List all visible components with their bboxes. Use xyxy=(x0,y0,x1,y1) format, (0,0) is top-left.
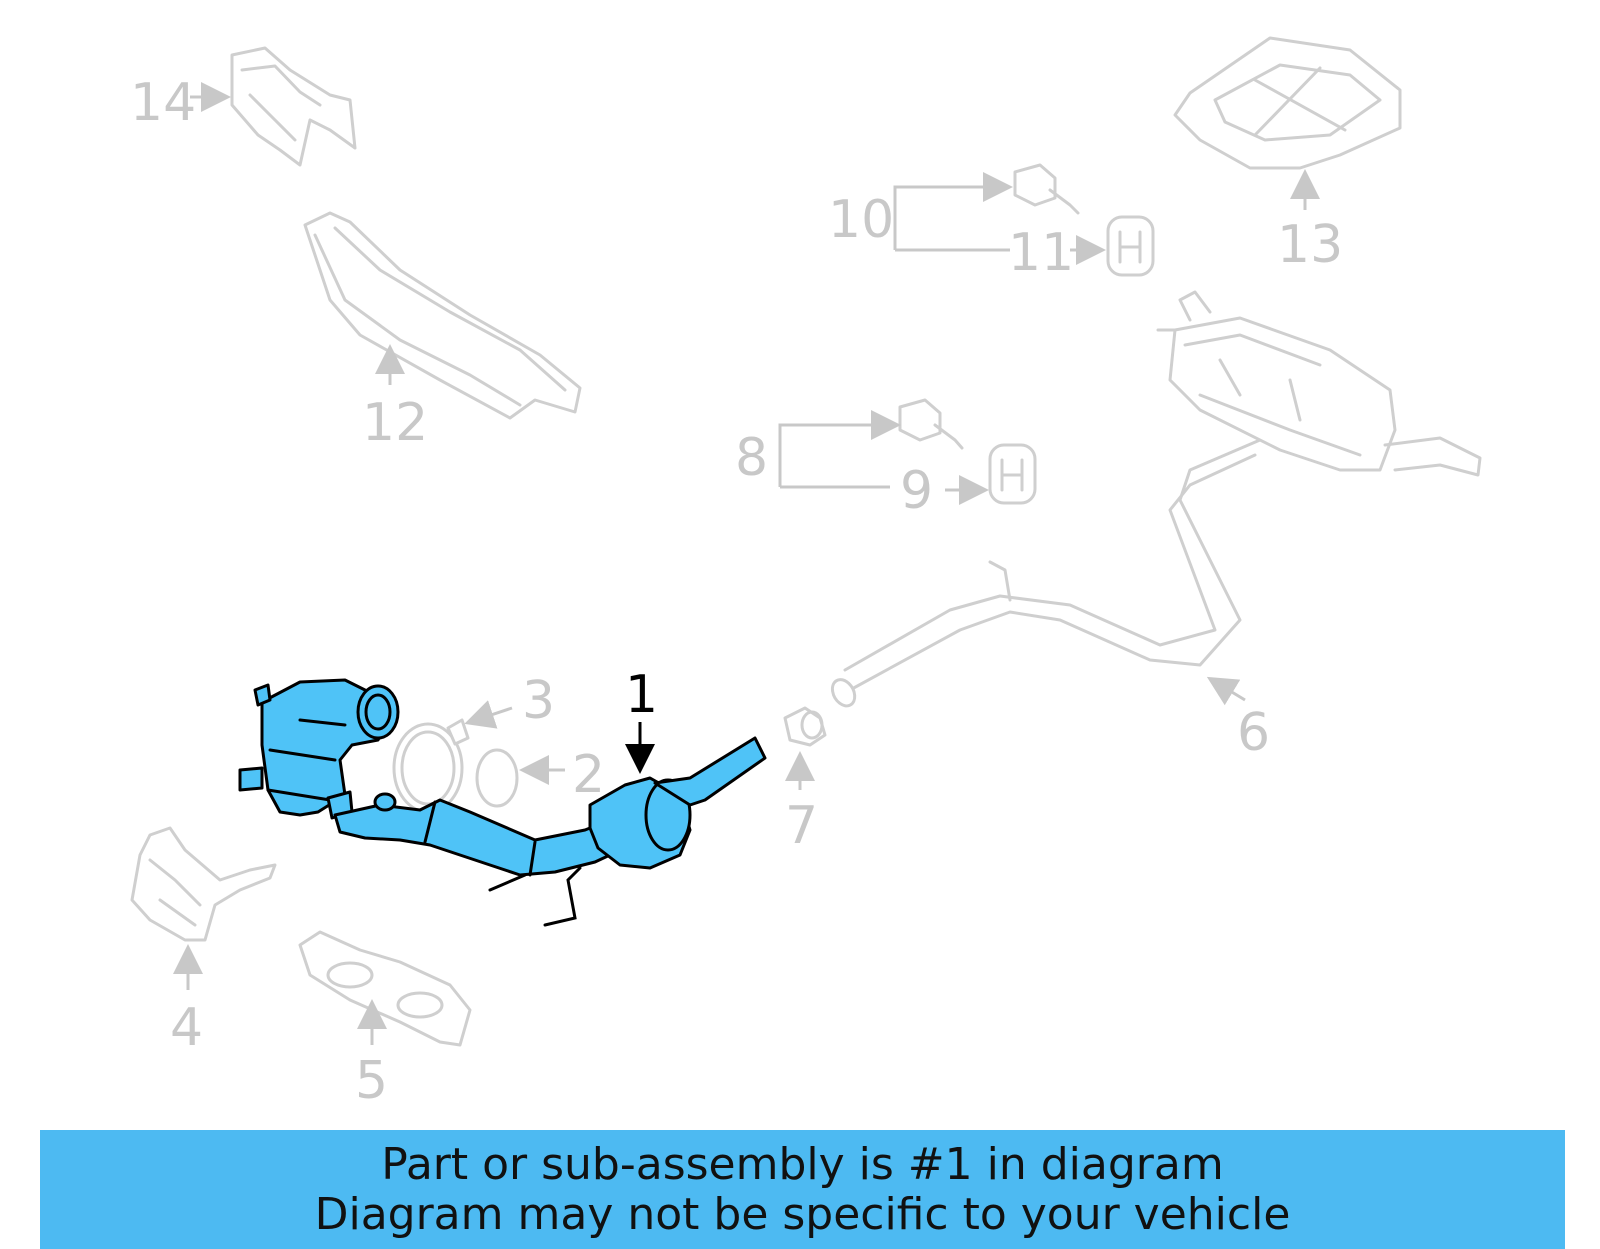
leader-10 xyxy=(893,172,1013,250)
callout-3: 3 xyxy=(522,671,555,731)
banner-line-1: Part or sub-assembly is #1 in diagram xyxy=(381,1138,1224,1190)
clamp-part-3 xyxy=(392,718,470,814)
callout-8: 8 xyxy=(735,428,768,488)
callout-7: 7 xyxy=(785,796,818,856)
bracket-part-4 xyxy=(130,826,277,942)
gasket-part-2 xyxy=(475,748,519,808)
callout-14: 14 xyxy=(130,73,196,133)
leader-6 xyxy=(1206,676,1246,706)
heat-shield-part-14 xyxy=(230,46,357,167)
heat-shield-part-12 xyxy=(303,211,582,420)
bracket-part-8 xyxy=(898,398,964,450)
callout-2: 2 xyxy=(572,745,605,805)
leader-3 xyxy=(464,700,513,729)
heat-shield-part-13 xyxy=(1173,36,1402,170)
rear-muffler-part-6 xyxy=(830,290,1482,708)
bracket-part-10 xyxy=(1013,163,1080,215)
exhaust-parts-diagram: 14 12 13 10 11 8 9 xyxy=(130,36,1482,1111)
clamp-part-7 xyxy=(783,706,827,747)
hanger-part-9 xyxy=(988,443,1037,505)
info-banner: Part or sub-assembly is #1 in diagram Di… xyxy=(40,1130,1565,1249)
callout-1: 1 xyxy=(625,665,658,725)
callout-12: 12 xyxy=(362,393,428,453)
callout-11: 11 xyxy=(1008,223,1074,283)
gasket-part-5 xyxy=(298,930,472,1047)
callout-13: 13 xyxy=(1277,215,1343,275)
callout-10: 10 xyxy=(828,190,894,250)
banner-line-2: Diagram may not be specific to your vehi… xyxy=(314,1188,1291,1240)
leader-8 xyxy=(778,410,901,487)
hanger-part-11 xyxy=(1106,215,1155,277)
callout-5: 5 xyxy=(355,1051,388,1111)
callout-9: 9 xyxy=(900,461,933,521)
callout-4: 4 xyxy=(170,998,203,1058)
catalytic-converter-part-1 xyxy=(238,678,767,927)
callout-6: 6 xyxy=(1237,703,1270,763)
